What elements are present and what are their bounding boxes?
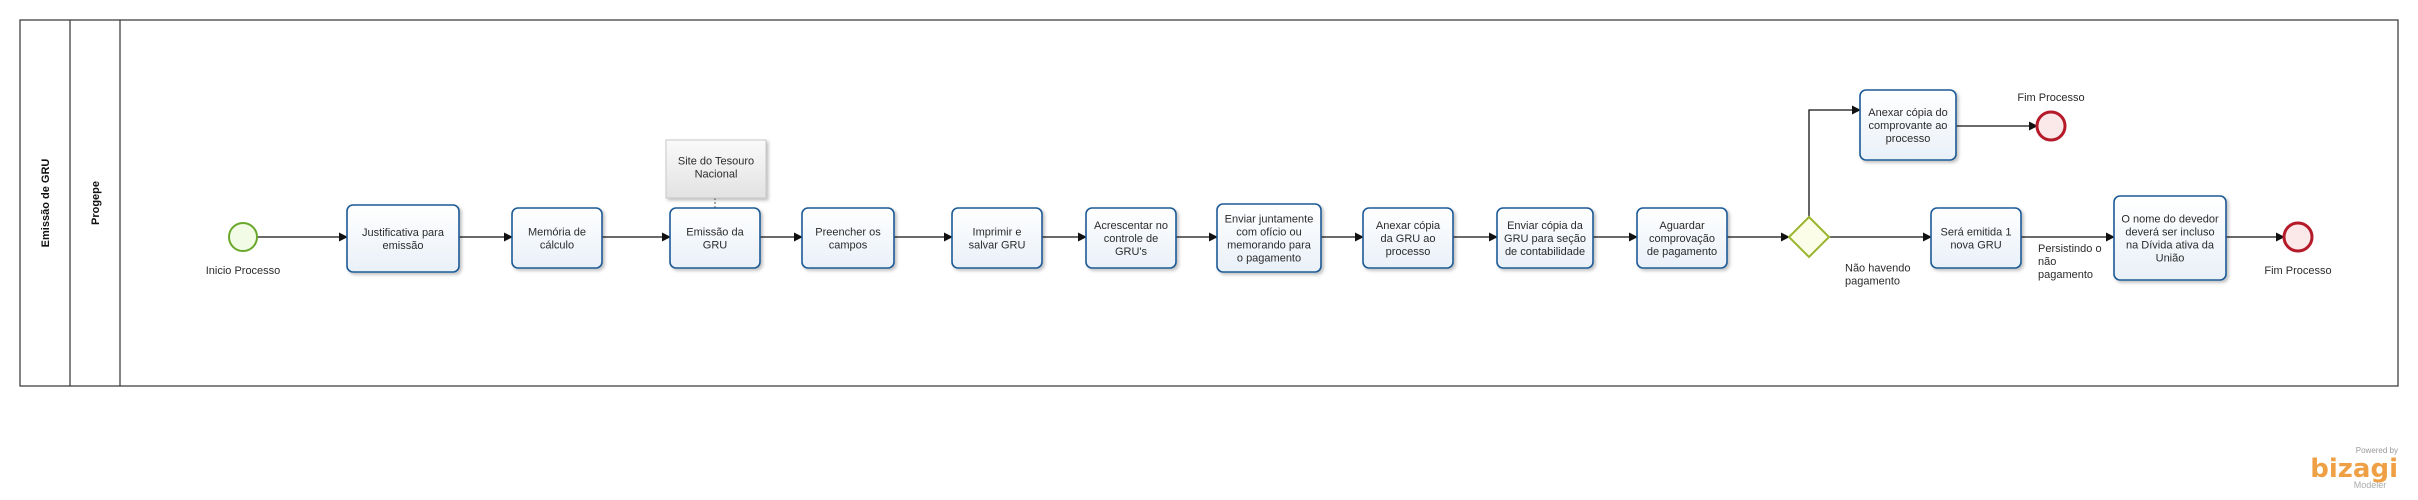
pool: Emissão de GRU Progepe	[19, 19, 2399, 387]
start-event-label: Inicio Processo	[206, 265, 281, 277]
end-event-1[interactable]: Fim Processo	[2017, 92, 2085, 142]
bizagi-wordmark: bizagi	[2310, 454, 2398, 484]
task-box	[2113, 195, 2227, 281]
task-box	[511, 207, 603, 269]
end-event-circle	[2035, 110, 2067, 142]
task-box	[1930, 207, 2022, 269]
end-event-label: Fim Processo	[2017, 92, 2084, 104]
task-box	[346, 204, 460, 273]
lane-label: Progepe	[90, 181, 102, 225]
task-box	[1216, 203, 1322, 273]
task-box	[669, 207, 761, 269]
task-box	[801, 207, 895, 269]
task-box	[1636, 207, 1728, 269]
gateway-diamond	[1787, 215, 1831, 259]
task-box	[1362, 207, 1454, 269]
annotation-box	[665, 139, 767, 199]
powered-by-text: Powered by	[2356, 446, 2398, 455]
pool-border	[19, 19, 2399, 387]
task-box	[951, 207, 1043, 269]
end-event-2[interactable]: Fim Processo	[2264, 221, 2332, 277]
sequence-flows	[257, 105, 2285, 242]
end-event-label: Fim Processo	[2264, 265, 2331, 277]
task-box	[1859, 89, 1957, 161]
modeler-text: Modeler	[2354, 480, 2387, 490]
start-event-circle	[228, 222, 258, 252]
task-box	[1085, 207, 1177, 269]
flow-gateway-to-anexar-comprovante	[1808, 105, 1861, 217]
exclusive-gateway[interactable]	[1787, 215, 1831, 259]
end-event-circle	[2282, 221, 2314, 253]
bizagi-logo: Powered by bizagi Modeler	[2310, 446, 2398, 490]
pool-label: Emissão de GRU	[40, 159, 52, 248]
task-box	[1496, 207, 1594, 269]
start-event[interactable]: Inicio Processo	[206, 222, 281, 277]
